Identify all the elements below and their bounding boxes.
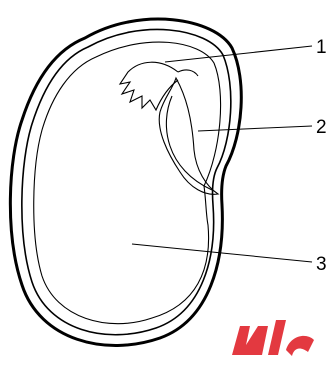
label-2: 2: [316, 117, 327, 138]
cotyledon-outline: [34, 42, 221, 324]
watermark-fragment: [232, 320, 314, 356]
embryo-outline: [159, 78, 218, 194]
leader-line-2: [198, 126, 312, 131]
label-3: 3: [316, 254, 327, 275]
leader-line-1: [165, 46, 312, 62]
plumule-tip: [178, 70, 198, 76]
label-1: 1: [316, 37, 327, 58]
seed-coat-outer: [10, 19, 241, 345]
radicle-curve: [166, 96, 212, 190]
